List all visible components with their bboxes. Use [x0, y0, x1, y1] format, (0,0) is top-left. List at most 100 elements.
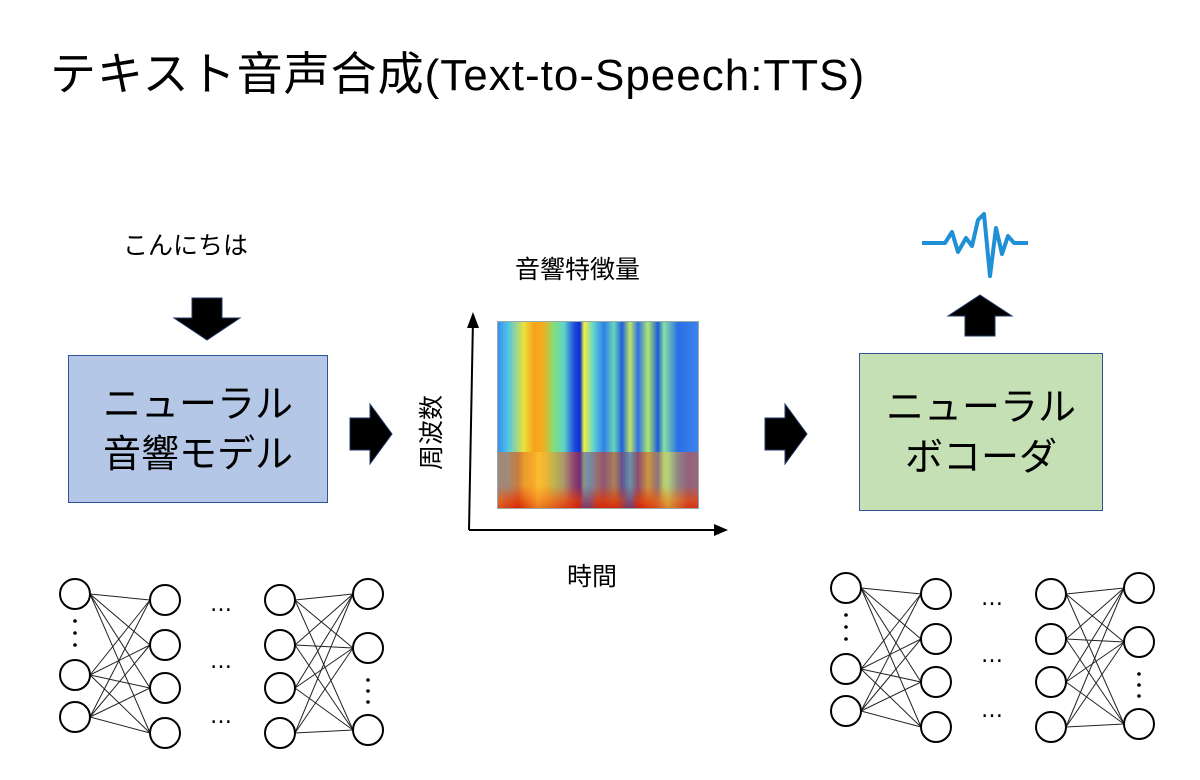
neuron [1035, 666, 1067, 698]
connection [89, 599, 151, 676]
vertical-ellipsis-dot [73, 643, 77, 647]
vertical-ellipsis-dot [844, 637, 848, 641]
connection [89, 644, 151, 718]
y-axis [468, 317, 474, 531]
connection [294, 647, 354, 734]
x-axis-label: 時間 [567, 562, 618, 591]
neural-vocoder-box: ニューラルボコーダ [859, 353, 1103, 511]
neuron [830, 695, 862, 727]
down-arrow-icon [172, 297, 242, 341]
vocoder-line2: ボコーダ [904, 435, 1057, 479]
connection [860, 710, 922, 728]
neuron [264, 629, 296, 661]
neuron [264, 584, 296, 616]
neuron [920, 623, 952, 655]
connection [1065, 723, 1125, 728]
connection [1065, 641, 1125, 728]
input-text: こんにちは [123, 231, 249, 260]
layer-ellipsis: … [981, 698, 1003, 723]
connection [294, 593, 354, 601]
acoustic-model-line2: 音響モデル [102, 432, 293, 476]
x-axis-arrowhead [714, 524, 728, 536]
vertical-ellipsis-dot [73, 631, 77, 635]
neuron [1123, 708, 1155, 740]
vertical-ellipsis-dot [366, 689, 370, 693]
connection [1065, 638, 1125, 643]
neuron [149, 717, 181, 749]
connection [89, 593, 151, 601]
waveform-icon [922, 212, 1028, 278]
connection [860, 681, 922, 712]
connection [1065, 681, 1125, 725]
connection [294, 644, 354, 649]
connection [89, 674, 151, 734]
neuron [149, 629, 181, 661]
neural-network-left: … … … [59, 578, 384, 749]
connection [860, 638, 922, 712]
neuron [830, 653, 862, 685]
right-arrow-icon [764, 402, 808, 466]
connection [294, 729, 354, 734]
right-arrow-icon [349, 402, 393, 466]
neural-acoustic-model-box: ニューラル音響モデル [68, 355, 328, 503]
connection [89, 593, 151, 689]
connection [860, 587, 922, 728]
slide-title: テキスト音声合成(Text-to-Speech:TTS) [50, 38, 865, 104]
layer-ellipsis: … [210, 592, 232, 617]
connection [1065, 587, 1125, 640]
vertical-ellipsis-dot [844, 625, 848, 629]
vertical-ellipsis-dot [844, 613, 848, 617]
connection [860, 668, 922, 728]
connection [1065, 587, 1125, 728]
neuron [59, 701, 91, 733]
connection [1065, 638, 1125, 725]
connection [860, 638, 922, 670]
vertical-ellipsis-dot [73, 619, 77, 623]
up-arrow-icon [946, 294, 1014, 337]
vertical-ellipsis-dot [1137, 694, 1141, 698]
connection [860, 593, 922, 670]
neural-network-right: ……… [830, 572, 1155, 743]
connection [860, 587, 922, 640]
connection [1065, 641, 1125, 683]
connection [294, 593, 354, 646]
connection [294, 593, 354, 734]
neuron [1123, 626, 1155, 658]
neuron [830, 572, 862, 604]
connection [860, 587, 922, 595]
vertical-ellipsis-dot [366, 700, 370, 704]
connection [294, 687, 354, 731]
neuron [59, 659, 91, 691]
connection [294, 593, 354, 689]
title-jp: テキスト音声合成 [50, 47, 425, 101]
neuron [920, 578, 952, 610]
vertical-ellipsis-dot [1137, 672, 1141, 676]
connection [1065, 593, 1125, 643]
neuron [149, 672, 181, 704]
vertical-ellipsis-dot [1137, 683, 1141, 687]
layer-ellipsis: … [210, 704, 232, 729]
connection [89, 593, 151, 734]
spectrogram [497, 321, 699, 509]
connection [89, 687, 151, 718]
neuron [1035, 578, 1067, 610]
connection [860, 587, 922, 683]
neuron [59, 578, 91, 610]
acoustic-model-line1: ニューラル [102, 382, 293, 426]
connection [1065, 587, 1125, 683]
neuron [352, 578, 384, 610]
connection [89, 644, 151, 676]
vocoder-line1: ニューラル [885, 385, 1076, 429]
layer-ellipsis: … [981, 643, 1003, 668]
connection [1065, 587, 1125, 595]
connection [294, 599, 354, 649]
neuron [352, 632, 384, 664]
connection [89, 716, 151, 734]
connection [89, 593, 151, 646]
layer-ellipsis: … [210, 649, 232, 674]
connection [860, 593, 922, 712]
neuron [1035, 623, 1067, 655]
connection [294, 599, 354, 731]
connection [1065, 593, 1125, 725]
